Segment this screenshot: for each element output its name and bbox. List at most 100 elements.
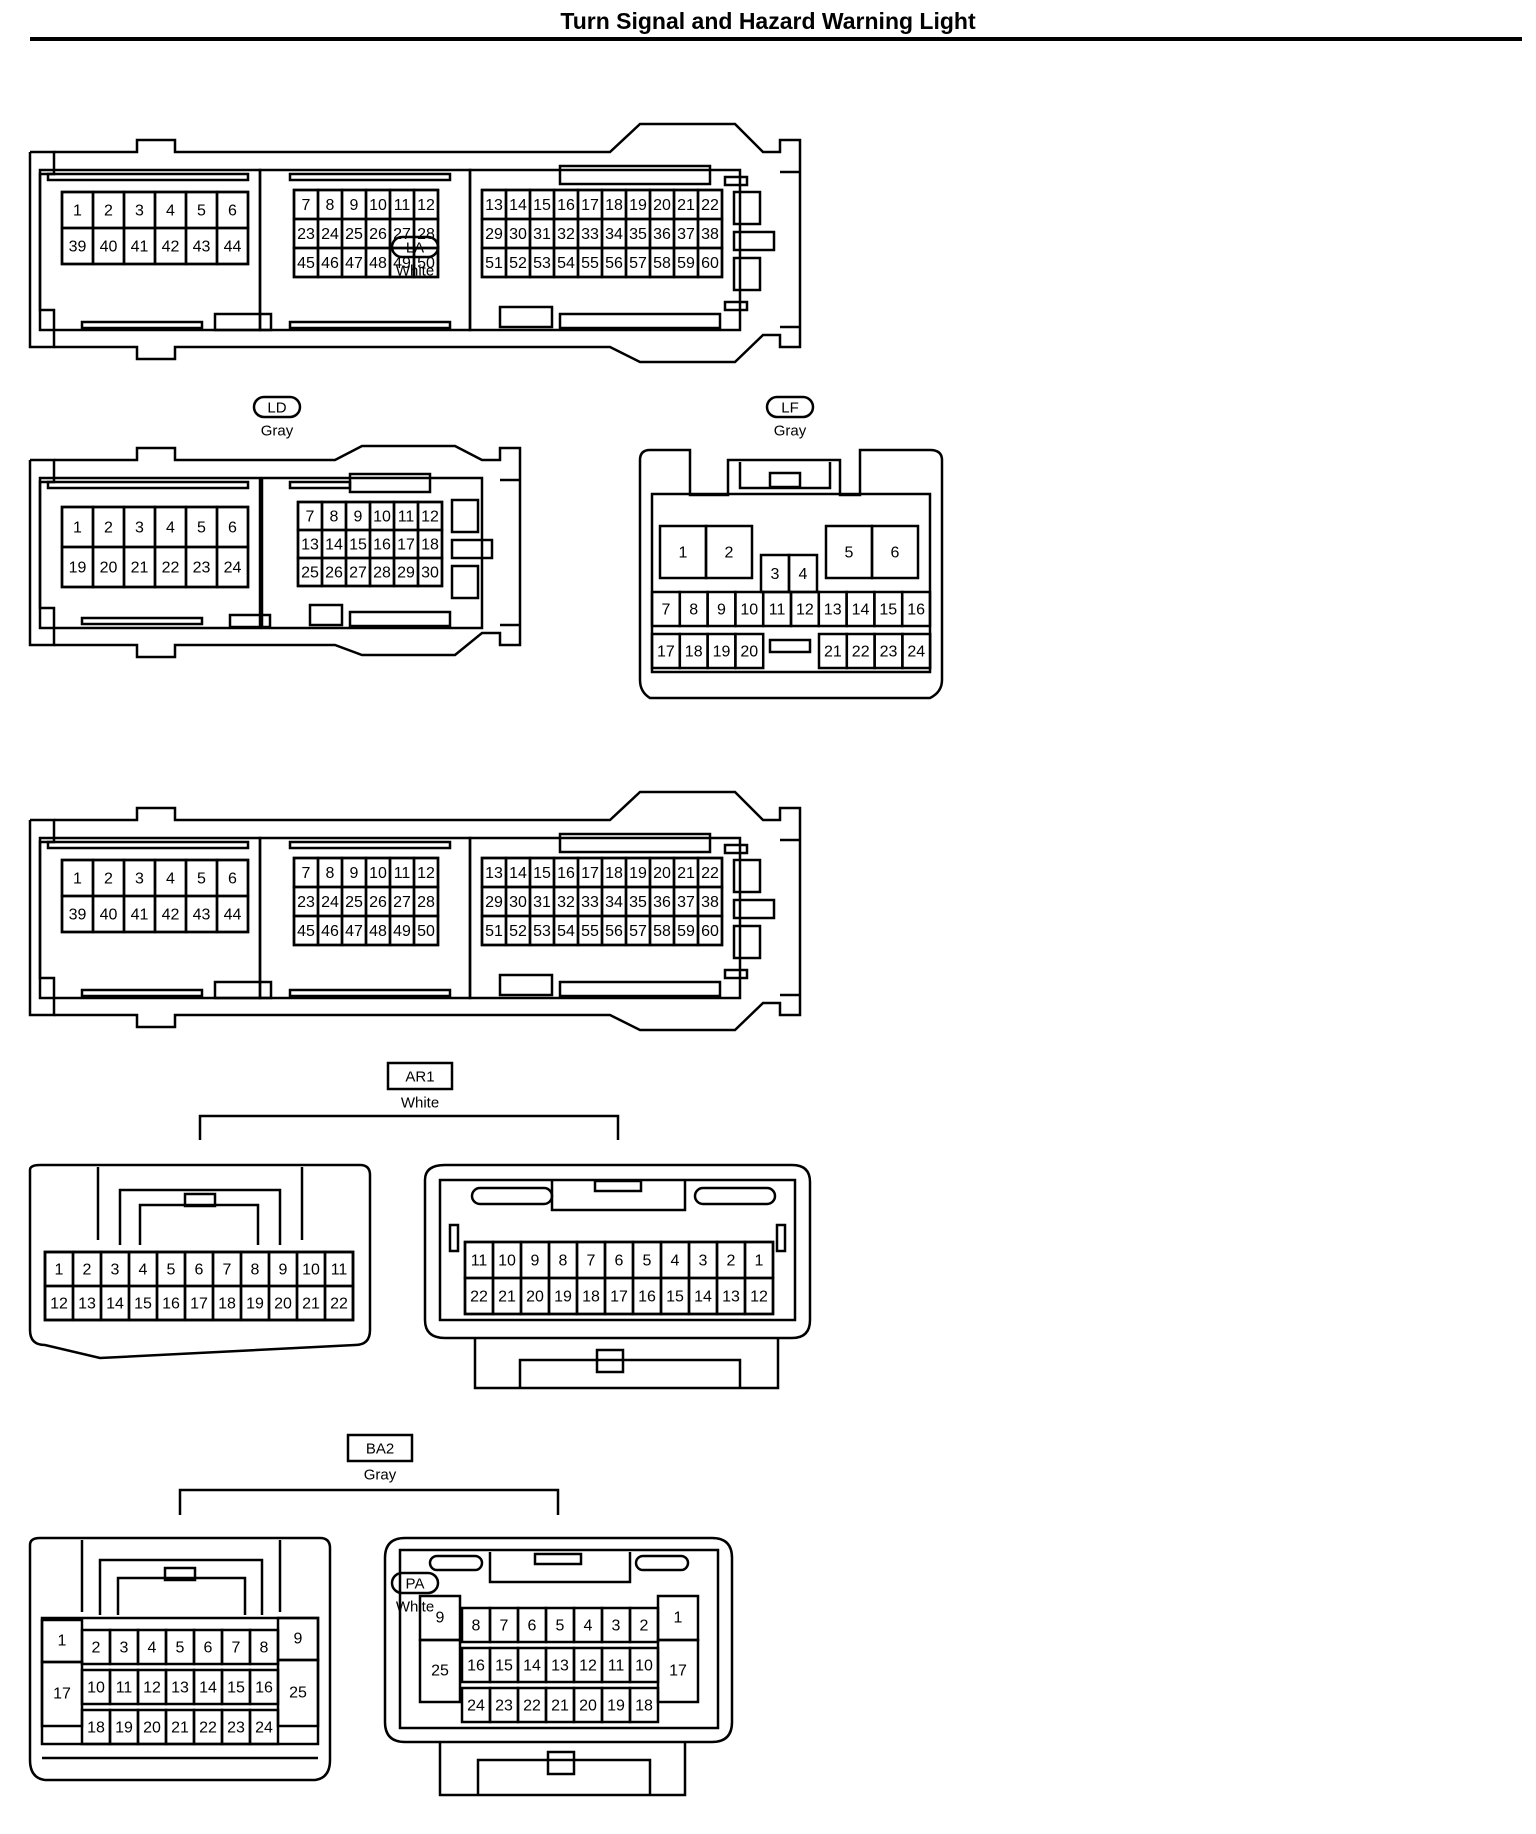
pin-number: 9 bbox=[354, 509, 363, 526]
pin-number: 17 bbox=[581, 197, 599, 214]
pin-number: 20 bbox=[526, 1289, 544, 1306]
pin-cell bbox=[870, 524, 920, 580]
pin-number: 19 bbox=[713, 644, 731, 661]
pin-number: 15 bbox=[666, 1289, 684, 1306]
pin-number: 1 bbox=[679, 545, 688, 562]
pin-number: 6 bbox=[228, 520, 237, 537]
pin-number: 26 bbox=[325, 565, 343, 582]
pin-cell bbox=[628, 1606, 660, 1644]
pin-number: 27 bbox=[393, 894, 411, 911]
connector-code-tag bbox=[390, 1571, 440, 1595]
pin-number: 23 bbox=[227, 1720, 245, 1737]
pin-number: 8 bbox=[326, 197, 335, 214]
latch-slot bbox=[558, 980, 722, 998]
housing-outline bbox=[488, 1552, 632, 1584]
pin-number: 11 bbox=[116, 1680, 133, 1697]
pin-number: 5 bbox=[197, 520, 206, 537]
pin-number: 6 bbox=[204, 1640, 213, 1657]
pin-number: 20 bbox=[653, 197, 671, 214]
pin-number: 57 bbox=[629, 255, 647, 272]
pin-number: 10 bbox=[373, 509, 391, 526]
pin-number: 39 bbox=[69, 907, 87, 924]
pin-number: 30 bbox=[421, 565, 439, 582]
pin-number: 19 bbox=[69, 560, 87, 577]
pin-number: 23 bbox=[297, 226, 315, 243]
pin-number: 12 bbox=[143, 1680, 161, 1697]
pin-number: 24 bbox=[321, 894, 339, 911]
pin-number: 8 bbox=[330, 509, 339, 526]
key-slot bbox=[450, 498, 480, 534]
pin-cell bbox=[696, 246, 724, 279]
pin-number: 7 bbox=[306, 509, 315, 526]
pin-number: 1 bbox=[55, 1262, 64, 1279]
pin-number: 4 bbox=[139, 1262, 148, 1279]
pin-cell bbox=[215, 545, 250, 589]
connector-code-tag bbox=[346, 1433, 414, 1463]
pin-number: 25 bbox=[289, 1685, 307, 1702]
latch-slot bbox=[533, 1552, 583, 1566]
pin-number: 1 bbox=[674, 1610, 683, 1627]
latch-slot bbox=[80, 988, 204, 998]
pin-number: 13 bbox=[171, 1680, 189, 1697]
pin-number: 51 bbox=[485, 923, 503, 940]
pin-number: 45 bbox=[297, 923, 315, 940]
latch-slot bbox=[546, 1750, 576, 1776]
pin-number: 11 bbox=[471, 1253, 488, 1270]
pin-number: 4 bbox=[799, 566, 808, 583]
pin-number: 5 bbox=[176, 1640, 185, 1657]
pin-number: 21 bbox=[498, 1289, 516, 1306]
pin-number: 17 bbox=[669, 1663, 687, 1680]
pin-number: 33 bbox=[581, 894, 599, 911]
pin-number: 3 bbox=[771, 566, 780, 583]
pin-number: 25 bbox=[345, 226, 363, 243]
latch-slot bbox=[428, 1554, 484, 1572]
pin-number: 12 bbox=[579, 1658, 597, 1675]
pin-number: 10 bbox=[369, 865, 387, 882]
pin-number: 3 bbox=[135, 520, 144, 537]
pin-number: 17 bbox=[657, 644, 675, 661]
pin-number: 39 bbox=[69, 239, 87, 256]
pin-number: 9 bbox=[436, 1610, 445, 1627]
latch-slot bbox=[46, 840, 250, 850]
connector-code-tag bbox=[252, 395, 302, 419]
pin-number: 5 bbox=[845, 545, 854, 562]
connector-code: LD bbox=[267, 400, 286, 417]
pin-number: 1 bbox=[73, 871, 82, 888]
pin-number: 9 bbox=[717, 602, 726, 619]
pin-number: 1 bbox=[58, 1633, 67, 1650]
pin-number: 40 bbox=[100, 239, 118, 256]
pin-number: 8 bbox=[472, 1618, 481, 1635]
pin-number: 21 bbox=[677, 865, 695, 882]
pin-number: 4 bbox=[166, 203, 175, 220]
pin-cell bbox=[412, 246, 440, 279]
connector-color: Gray bbox=[261, 423, 294, 440]
latch-slot bbox=[228, 613, 272, 629]
pin-number: 3 bbox=[120, 1640, 129, 1657]
pin-number: 16 bbox=[557, 197, 575, 214]
pin-number: 6 bbox=[615, 1253, 624, 1270]
connector-code: BA2 bbox=[366, 1441, 394, 1458]
pin-number: 60 bbox=[701, 923, 719, 940]
connector-color: White bbox=[396, 1599, 434, 1616]
pin-number: 17 bbox=[53, 1686, 71, 1703]
pin-number: 44 bbox=[224, 239, 242, 256]
key-slot bbox=[732, 256, 762, 292]
pin-number: 2 bbox=[104, 203, 113, 220]
pin-number: 29 bbox=[397, 565, 415, 582]
bracket-line bbox=[178, 1488, 560, 1515]
pin-number: 11 bbox=[608, 1658, 625, 1675]
pin-number: 52 bbox=[509, 923, 527, 940]
pin-number: 12 bbox=[50, 1296, 68, 1313]
pin-number: 14 bbox=[509, 197, 527, 214]
latch-slot bbox=[213, 980, 273, 1000]
pin-number: 8 bbox=[559, 1253, 568, 1270]
pin-number: 14 bbox=[509, 865, 527, 882]
pin-number: 15 bbox=[533, 865, 551, 882]
pin-number: 22 bbox=[162, 560, 180, 577]
latch-slot bbox=[593, 1179, 643, 1193]
pin-cell bbox=[743, 1276, 775, 1316]
pin-number: 21 bbox=[131, 560, 149, 577]
latch-slot bbox=[288, 320, 452, 330]
